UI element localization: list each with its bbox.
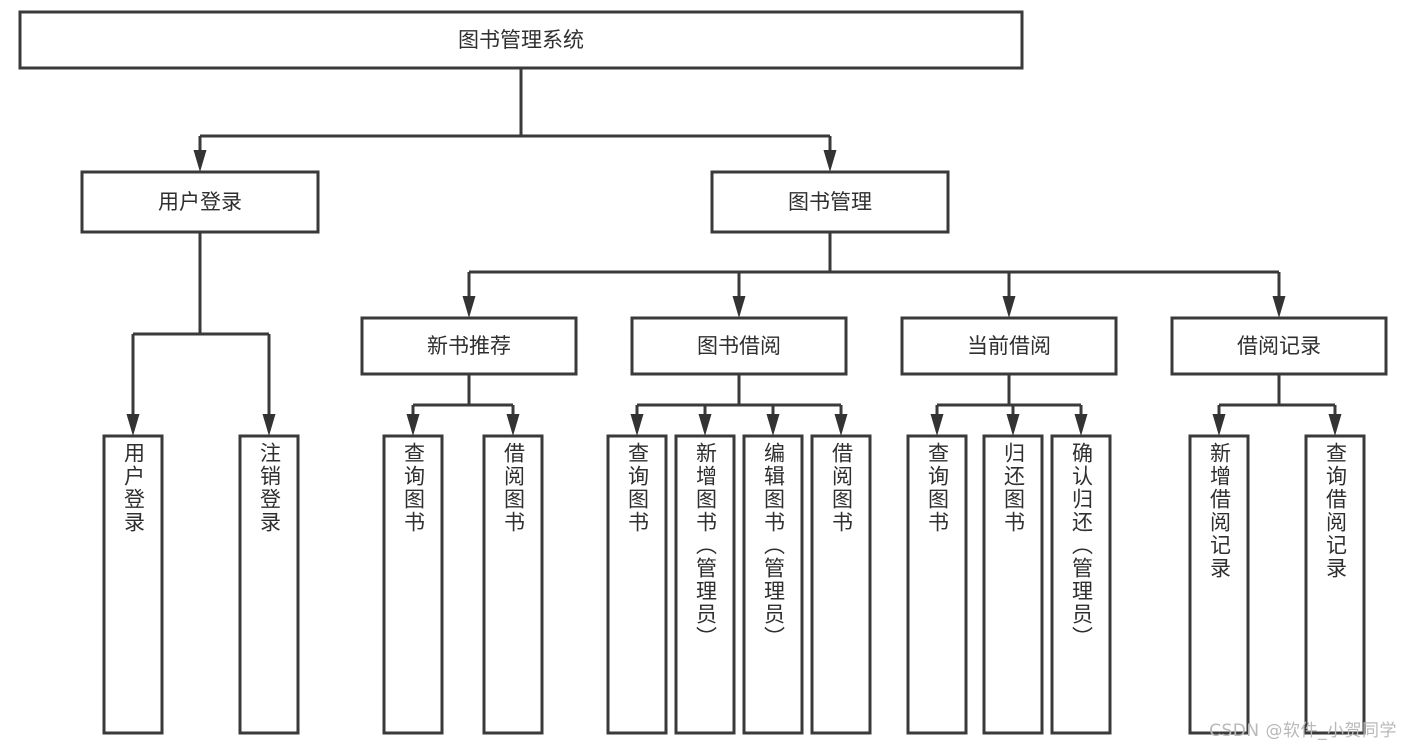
conn-book-borrow-drop-0-arrowhead — [630, 414, 644, 436]
node-leaf-logout-box[interactable] — [238, 434, 300, 735]
node-current-borrow[interactable]: 当前借阅 — [900, 316, 1118, 376]
node-leaf-confirm-return[interactable] — [1050, 434, 1112, 735]
conn-book-borrow-drop-2-arrowhead — [766, 414, 780, 436]
conn-user-login-drop-0-arrowhead — [126, 414, 140, 436]
node-leaf-user-login[interactable] — [102, 434, 164, 735]
node-book-manage[interactable]: 图书管理 — [710, 170, 950, 234]
node-book-borrow[interactable]: 图书借阅 — [630, 316, 848, 376]
node-book-manage-box[interactable] — [710, 170, 950, 234]
node-book-borrow-label: 图书借阅 — [697, 334, 781, 358]
node-book-manage-label: 图书管理 — [788, 190, 872, 214]
node-leaf-query-record-box[interactable] — [1304, 434, 1366, 735]
node-leaf-query-book-1-box[interactable] — [382, 434, 444, 735]
node-leaf-borrow-book-1[interactable] — [482, 434, 544, 735]
conn-current-borrow-drop-2-arrowhead — [1074, 414, 1088, 436]
conn-book-borrow-drop-1-arrowhead — [698, 414, 712, 436]
conn-root-drop-0-arrowhead — [193, 150, 207, 172]
node-user-login[interactable]: 用户登录 — [80, 170, 320, 234]
node-root-box[interactable] — [18, 10, 1024, 70]
node-leaf-query-record[interactable] — [1304, 434, 1366, 735]
node-leaf-return-book-box[interactable] — [982, 434, 1044, 735]
node-root[interactable]: 图书管理系统 — [18, 10, 1024, 70]
node-leaf-add-record-box[interactable] — [1188, 434, 1250, 735]
node-leaf-add-book-box[interactable] — [674, 434, 736, 735]
node-borrow-record-box[interactable] — [1170, 316, 1388, 376]
node-leaf-borrow-book-2-box[interactable] — [810, 434, 872, 735]
node-new-book-rec[interactable]: 新书推荐 — [360, 316, 578, 376]
node-leaf-return-book[interactable] — [982, 434, 1044, 735]
connector-layer — [126, 68, 1342, 436]
node-leaf-query-book-2-box[interactable] — [606, 434, 668, 735]
conn-book-manage-drop-3-arrowhead — [1272, 296, 1286, 318]
node-leaf-edit-book-box[interactable] — [742, 434, 804, 735]
conn-new-book-rec-drop-1-arrowhead — [506, 414, 520, 436]
node-leaf-confirm-return-box[interactable] — [1050, 434, 1112, 735]
conn-root-drop-1-arrowhead — [823, 150, 837, 172]
node-leaf-user-login-box[interactable] — [102, 434, 164, 735]
node-new-book-rec-box[interactable] — [360, 316, 578, 376]
conn-user-login-drop-1-arrowhead — [262, 414, 276, 436]
conn-book-manage-drop-0-arrowhead — [462, 296, 476, 318]
node-current-borrow-box[interactable] — [900, 316, 1118, 376]
node-leaf-add-book[interactable] — [674, 434, 736, 735]
conn-borrow-record-drop-1-arrowhead — [1328, 414, 1342, 436]
node-book-borrow-box[interactable] — [630, 316, 848, 376]
conn-book-manage-drop-1-arrowhead — [732, 296, 746, 318]
node-leaf-edit-book[interactable] — [742, 434, 804, 735]
node-leaf-query-book-1[interactable] — [382, 434, 444, 735]
watermark-text: CSDN @软件_小贺同学 — [1209, 721, 1397, 741]
node-leaf-logout[interactable] — [238, 434, 300, 735]
node-root-label: 图书管理系统 — [458, 28, 584, 52]
node-leaf-query-book-3-box[interactable] — [906, 434, 968, 735]
node-current-borrow-label: 当前借阅 — [967, 334, 1051, 358]
conn-borrow-record-drop-0-arrowhead — [1212, 414, 1226, 436]
node-leaf-borrow-book-1-box[interactable] — [482, 434, 544, 735]
node-borrow-record-label: 借阅记录 — [1237, 334, 1321, 358]
conn-book-manage-drop-2-arrowhead — [1002, 296, 1016, 318]
conn-new-book-rec-drop-0-arrowhead — [406, 414, 420, 436]
node-leaf-query-book-3[interactable] — [906, 434, 968, 735]
node-leaf-query-book-2[interactable] — [606, 434, 668, 735]
node-new-book-rec-label: 新书推荐 — [427, 334, 511, 358]
node-borrow-record[interactable]: 借阅记录 — [1170, 316, 1388, 376]
conn-current-borrow-drop-0-arrowhead — [930, 414, 944, 436]
node-user-login-box[interactable] — [80, 170, 320, 234]
conn-current-borrow-drop-1-arrowhead — [1006, 414, 1020, 436]
node-leaf-borrow-book-2[interactable] — [810, 434, 872, 735]
node-user-login-label: 用户登录 — [158, 190, 242, 214]
node-leaf-add-record[interactable] — [1188, 434, 1250, 735]
conn-book-borrow-drop-3-arrowhead — [834, 414, 848, 436]
